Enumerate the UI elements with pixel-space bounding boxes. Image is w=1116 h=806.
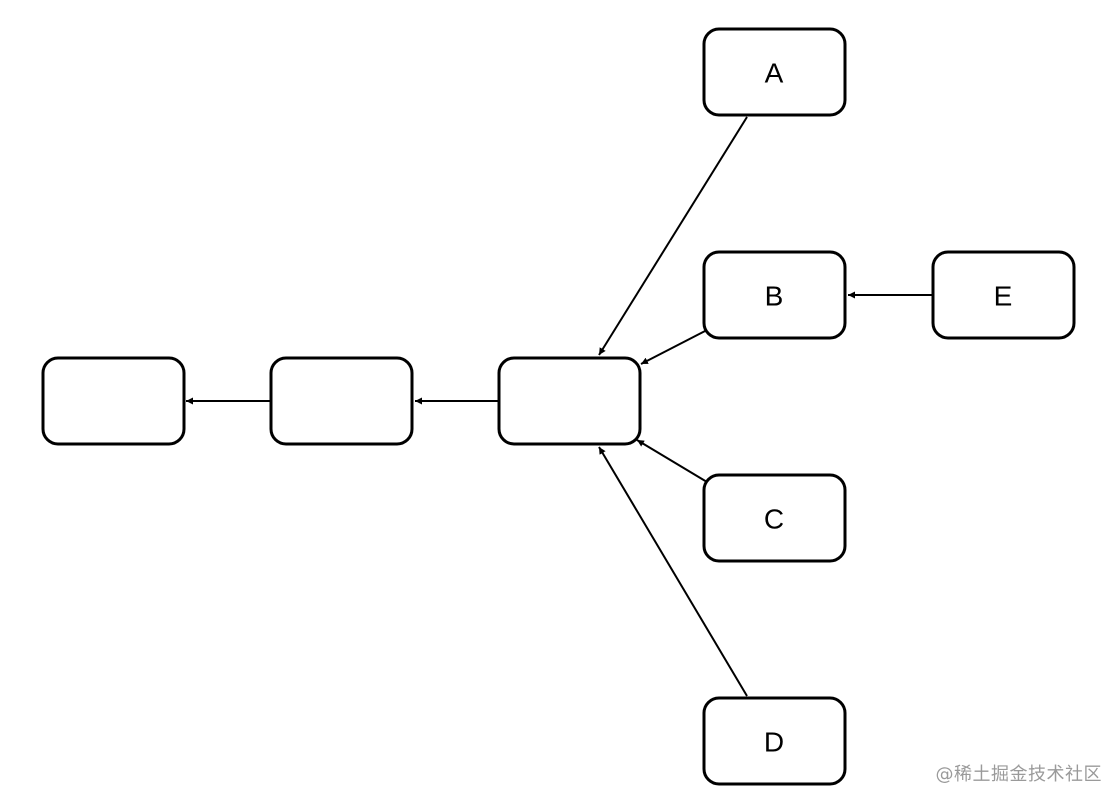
edges [186, 116, 933, 697]
watermark: @稀土掘金技术社区 [935, 764, 1102, 785]
node-C[interactable]: C [702, 473, 847, 563]
edge-C-to-hub [636, 439, 708, 483]
nodes: A B C D E [41, 27, 1076, 786]
node-C-label: C [764, 504, 784, 535]
edge-D-to-hub [598, 446, 748, 697]
node-A[interactable]: A [702, 27, 847, 117]
node-hub[interactable] [497, 356, 642, 446]
node-n1[interactable] [41, 356, 186, 446]
node-A-label: A [765, 58, 784, 89]
node-B[interactable]: B [702, 250, 847, 340]
edge-B-to-hub [640, 329, 708, 365]
edge-A-to-hub [598, 116, 748, 356]
node-D-label: D [764, 727, 784, 758]
node-B-label: B [765, 281, 784, 312]
node-D[interactable]: D [702, 696, 847, 786]
node-E-label: E [994, 281, 1013, 312]
node-n2[interactable] [269, 356, 414, 446]
node-E[interactable]: E [931, 250, 1076, 340]
